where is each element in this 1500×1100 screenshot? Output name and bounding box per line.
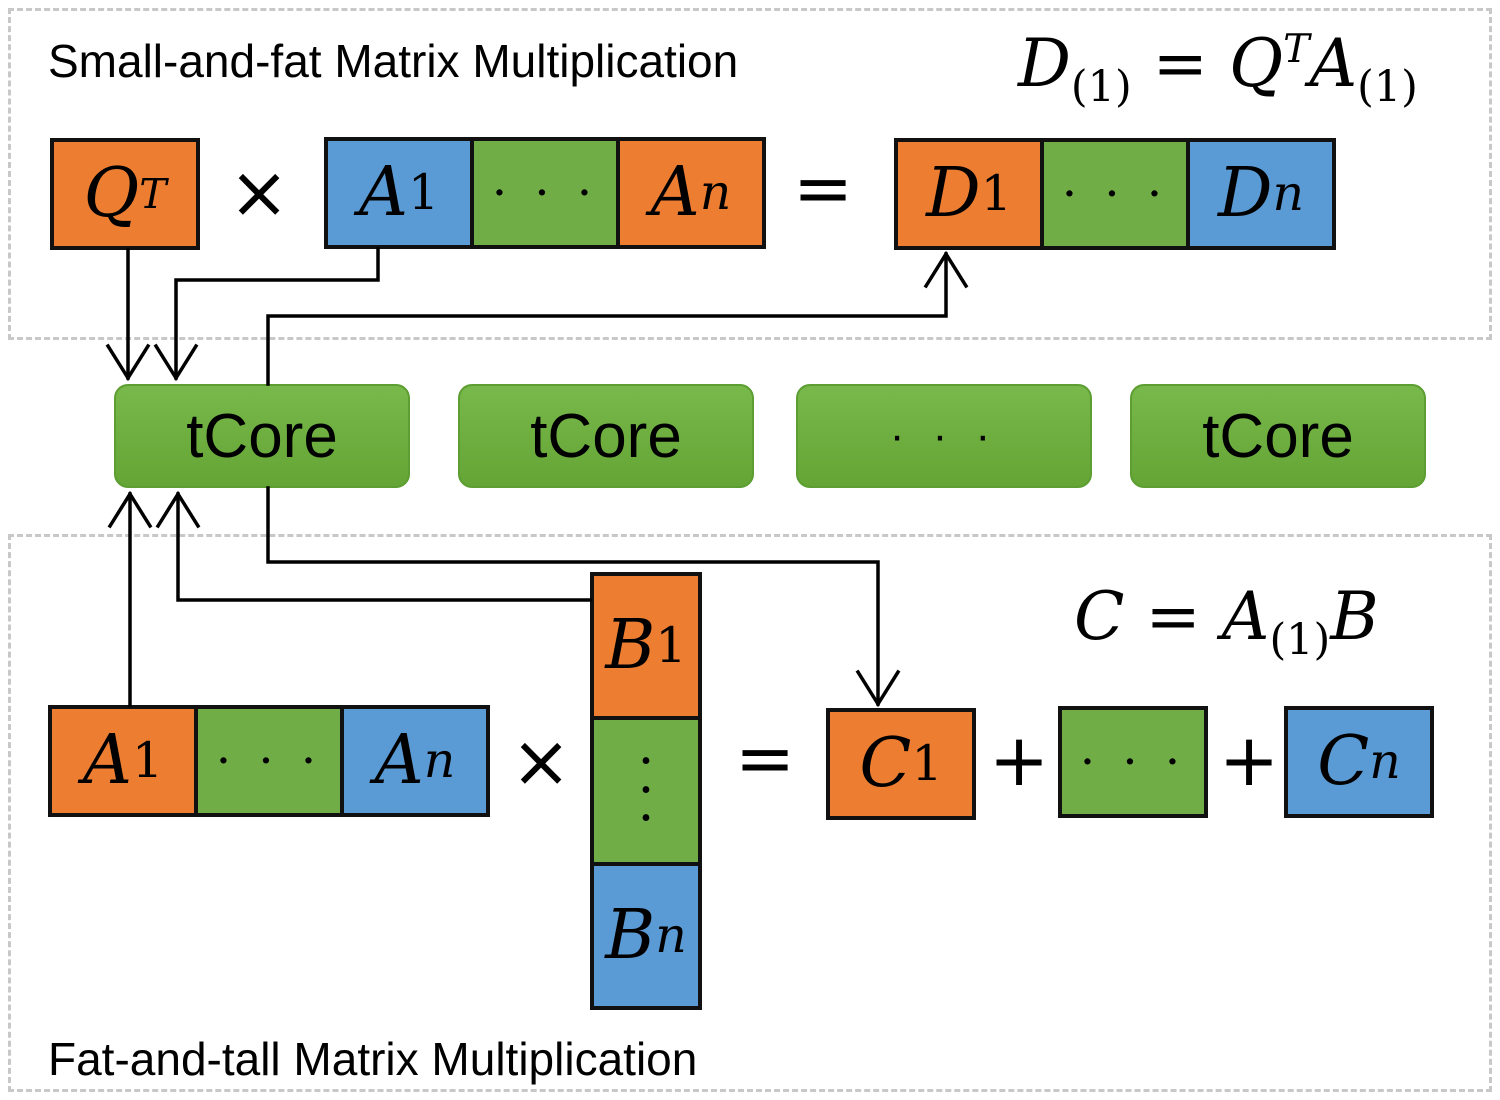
bottom-equation: C = A(1)B [1074, 578, 1379, 665]
tcore-ellipsis: · · · [796, 384, 1092, 488]
arrowhead-qt [105, 343, 151, 382]
bottom-equals-operator: = [734, 716, 796, 800]
bottom-times-operator: × [510, 719, 572, 803]
arrowhead-b1 [155, 490, 201, 529]
vertical-dots: · · · [637, 732, 655, 850]
bottom-section-title: Fat-and-tall Matrix Multiplication [48, 1033, 698, 1085]
arrow-tcore-to-c1 [266, 486, 880, 706]
top-section-title: Small-and-fat Matrix Multiplication [48, 35, 739, 87]
c-dots-block: · · · [1058, 706, 1208, 818]
arrow-tcore-to-d1 [266, 252, 948, 386]
arrowhead-d1 [923, 250, 969, 289]
tcore-1: tCore [114, 384, 410, 488]
plus-operator-2: + [1218, 718, 1280, 802]
top-equation: D(1) = QTA(1) [1018, 24, 1418, 112]
arrow-a1-to-tcore [174, 247, 380, 380]
arrowhead-c1 [855, 669, 901, 708]
top-times-operator: × [228, 150, 290, 234]
tcore-2: tCore [458, 384, 754, 488]
top-equals-operator: = [792, 146, 854, 230]
bottom-a-dots-block: · · · [194, 705, 344, 817]
bottom-panel [8, 534, 1492, 1092]
plus-operator-1: + [988, 718, 1050, 802]
arrowhead-bottom-a1 [107, 490, 153, 529]
tcore-3: tCore [1130, 384, 1426, 488]
top-panel [8, 8, 1492, 340]
arrow-b1-to-tcore [176, 492, 592, 602]
top-a-dots-block: · · · [470, 137, 620, 249]
arrowhead-a1 [153, 343, 199, 382]
